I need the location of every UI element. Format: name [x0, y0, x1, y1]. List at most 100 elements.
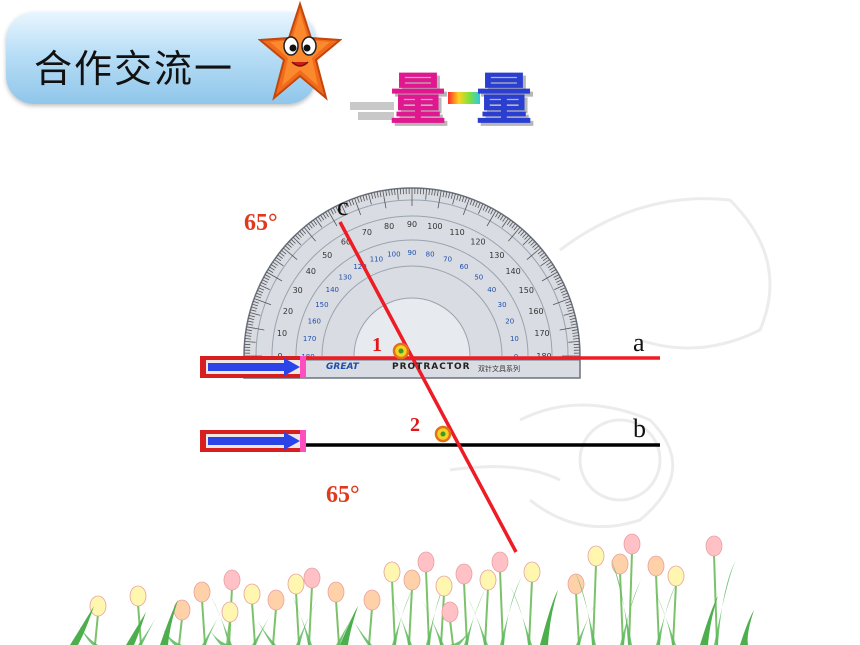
protractor-inner-label: 160 [308, 317, 321, 325]
protractor-tick [554, 276, 561, 281]
tulip-icon [287, 573, 305, 595]
tulip-icon [587, 545, 605, 567]
tulip-leaf [500, 576, 522, 645]
protractor-tick [472, 200, 476, 206]
protractor-tick [266, 271, 283, 282]
tulip-icon [223, 569, 241, 591]
protractor-tick [550, 269, 557, 273]
protractor-tick [549, 266, 555, 271]
tulip-stem [178, 617, 183, 645]
protractor-outer-label: 60 [341, 238, 351, 247]
protractor-outer-label: 40 [306, 267, 316, 276]
tulip-leaf [464, 588, 486, 645]
protractor-tick [532, 243, 538, 248]
protractor-tick [340, 203, 346, 214]
protractor-inner-label: 50 [474, 273, 483, 281]
protractor-tick [257, 290, 264, 294]
protractor-tick [530, 241, 536, 246]
protractor-outer-label: 50 [322, 251, 332, 260]
protractor-tick [255, 295, 261, 299]
protractor-tick [335, 206, 339, 212]
tulip-stem [655, 573, 660, 645]
protractor-tick [246, 326, 265, 331]
tulip-stem [368, 607, 373, 645]
tulip-icon [89, 595, 107, 617]
angle-number-2: 2 [410, 414, 420, 436]
tulip-icon [417, 551, 435, 573]
protractor-tick [338, 204, 342, 211]
protractor-tick [379, 191, 382, 198]
protractor-tick [382, 190, 387, 209]
tulip-leaf [290, 592, 312, 645]
tulip-stem [425, 569, 430, 645]
tulip-leaf [654, 590, 676, 645]
protractor-tick [490, 208, 494, 215]
tulip-stem [619, 571, 624, 645]
protractor-tick [487, 207, 492, 214]
protractor-tick [547, 264, 554, 269]
tulip-leaf [714, 560, 736, 645]
protractor-inner-label: 30 [498, 301, 507, 309]
tulip-leaf [296, 598, 318, 645]
protractor-tick [572, 332, 579, 334]
tulip-icon [363, 589, 381, 611]
protractor-tick [376, 191, 379, 198]
tulip-stem [295, 591, 300, 645]
protractor-tick [310, 221, 315, 227]
protractor-tick [394, 188, 396, 195]
protractor-tick [534, 245, 540, 251]
protractor-series: 双针文具系列 [478, 365, 520, 373]
tulip-icon [647, 555, 665, 577]
protractor-tick [517, 228, 523, 234]
protractor-tick [572, 335, 579, 337]
tulip-icon [435, 575, 453, 597]
angle-value-1: 65° [244, 210, 278, 236]
tulip-field [70, 533, 754, 645]
protractor-tick [346, 201, 350, 208]
protractor-tick [354, 197, 362, 216]
protractor-tick [312, 219, 318, 226]
star-mascot-icon [258, 0, 342, 101]
background-watermark [449, 197, 772, 529]
tulip-stem [463, 581, 468, 645]
protractor-tick [474, 201, 478, 208]
protractor-tick [244, 341, 256, 343]
tulip-stem [628, 551, 633, 645]
protractor-tick [522, 232, 527, 238]
tulip-leaf [160, 624, 182, 645]
grass-blade [540, 590, 558, 645]
tulip-icon [667, 565, 685, 587]
protractor-outer-label: 150 [519, 286, 534, 295]
protractor-tick [559, 287, 566, 291]
protractor-tick [286, 243, 292, 248]
protractor-inner-label: 120 [353, 263, 366, 271]
tulip-icon [243, 583, 261, 605]
angle-number-1: 1 [372, 334, 382, 356]
protractor-tick [327, 210, 338, 227]
protractor-tick [371, 192, 374, 199]
protractor-tick [388, 189, 390, 196]
protractor-inner-label: 70 [443, 255, 452, 263]
protractor-tick [262, 279, 268, 283]
tulip-stem [672, 583, 677, 645]
protractor-tick [546, 261, 552, 266]
protractor-tick [315, 218, 323, 228]
page-title: 合作交流一 [34, 47, 235, 91]
protractor-tick [267, 269, 274, 273]
protractor-tick [264, 274, 271, 278]
protractor-outer-label: 90 [407, 220, 417, 229]
protractor-tick [259, 284, 270, 290]
protractor-tick [567, 309, 574, 312]
protractor-tick [436, 190, 439, 197]
vertex-point-1 [392, 342, 410, 360]
protractor-tick [303, 227, 316, 242]
protractor-tick [469, 199, 473, 205]
protractor-tick [263, 276, 270, 281]
tulip-leaf [208, 626, 230, 645]
protractor-tick [501, 218, 509, 228]
protractor-outer-label: 30 [293, 286, 303, 295]
protractor-tick [343, 202, 347, 209]
protractor-inner-label: 20 [505, 317, 514, 325]
protractor-tick [524, 234, 529, 240]
